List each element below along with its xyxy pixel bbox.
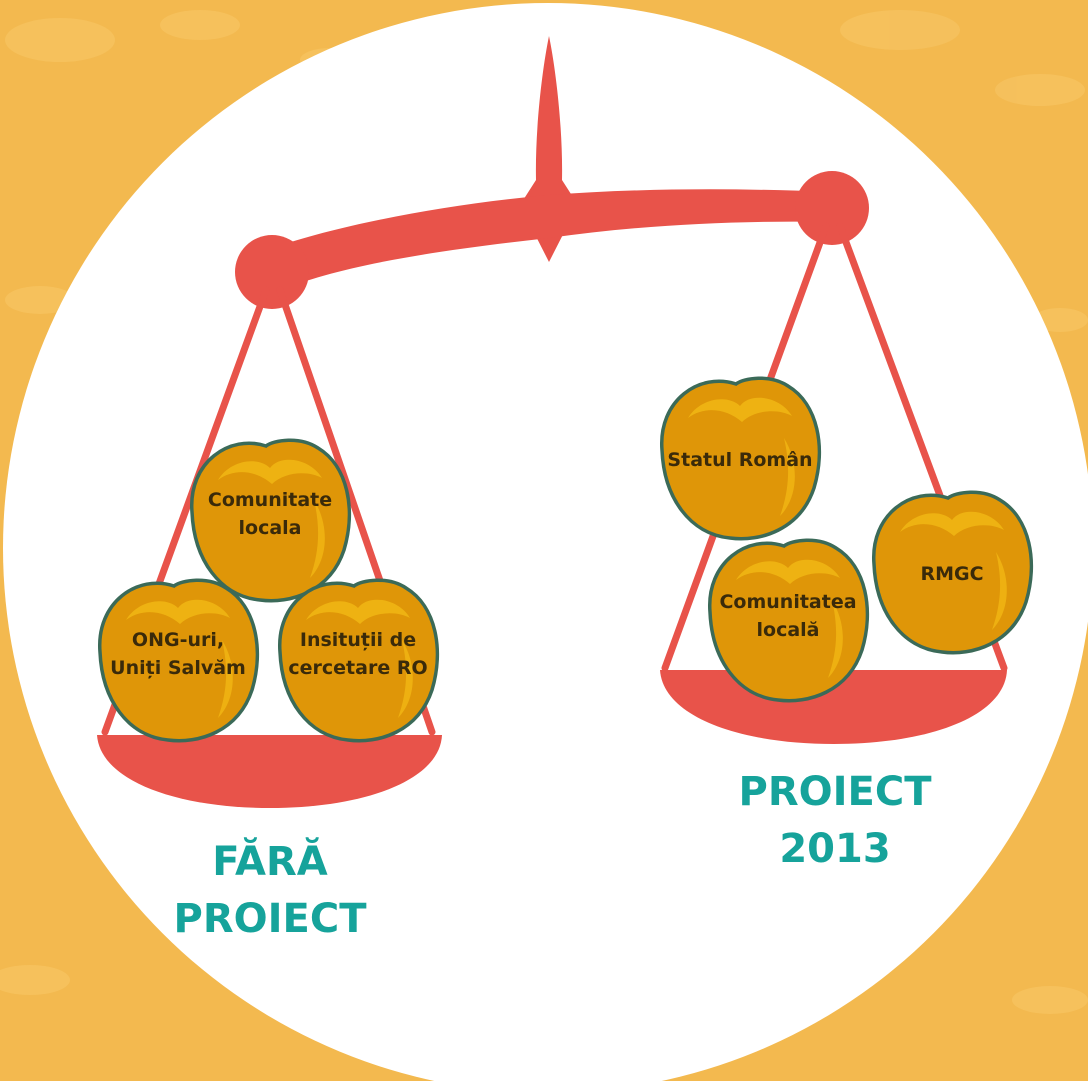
scale-beam-left-joint: [235, 235, 309, 309]
weight-label-line2: cercetare RO: [288, 657, 427, 679]
weight-label-line1: ONG-uri,: [132, 629, 224, 651]
scale-beam-right-joint: [795, 171, 869, 245]
weight-statul-roman: Statul Român: [659, 376, 822, 541]
weight-label-line1: Comunitate: [208, 489, 332, 511]
weight-label-line1: Statul Român: [667, 449, 812, 471]
left-caption-line2: PROIECT: [174, 896, 368, 942]
weight-label-line2: Uniți Salvăm: [110, 657, 246, 679]
weight-comunitate-locala: Comunitate locala: [189, 438, 352, 603]
weight-rmgc: RMGC: [871, 490, 1034, 655]
weight-comunitatea-locala: Comunitatea locală: [707, 538, 870, 703]
weight-label-line1: Insituții de: [300, 629, 416, 651]
left-pan: [97, 735, 442, 808]
background-texture: [0, 10, 1088, 1014]
weight-label-line2: locala: [239, 517, 302, 539]
weight-ong-uri: ONG-uri, Uniți Salvăm: [97, 578, 260, 743]
weight-label-line1: RMGC: [920, 563, 983, 585]
scale-beam: [272, 189, 834, 292]
left-caption-line1: FĂRĂ: [212, 836, 327, 885]
weight-institutii-cercetare: Insituții de cercetare RO: [277, 578, 440, 743]
right-caption-line2: 2013: [779, 826, 890, 872]
weight-label-line1: Comunitatea: [719, 591, 856, 613]
right-caption-line1: PROIECT: [739, 769, 933, 815]
weight-label-line2: locală: [757, 619, 820, 641]
